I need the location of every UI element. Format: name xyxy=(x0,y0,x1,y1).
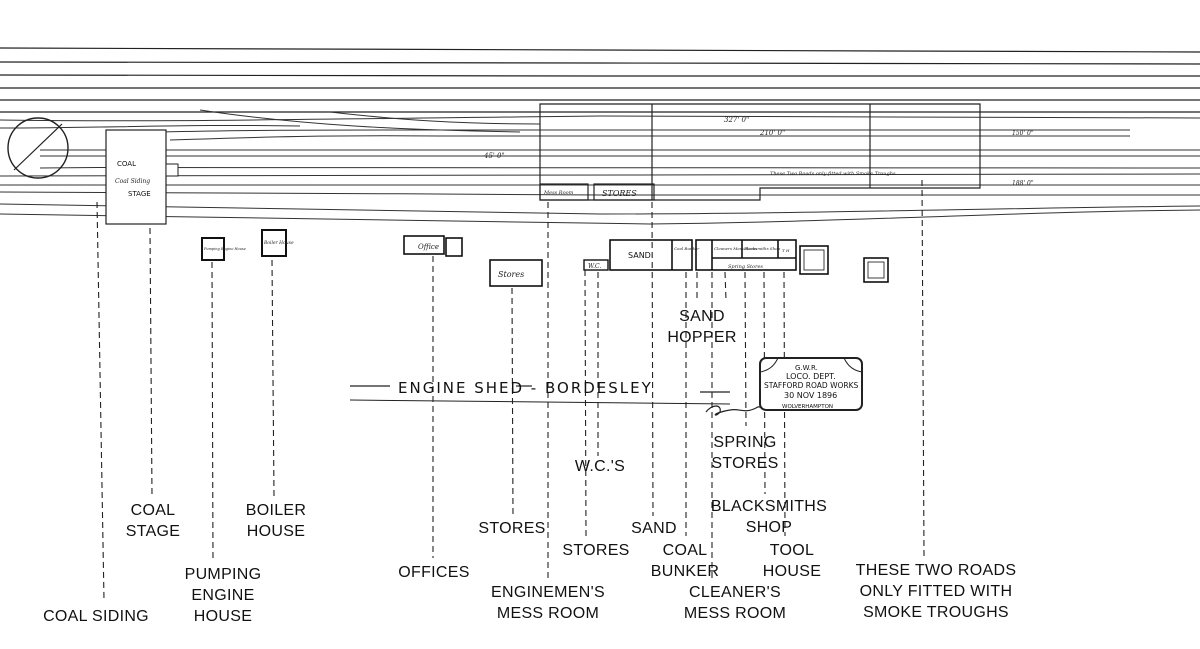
sand-small-text: SAND xyxy=(628,251,651,260)
blacksmith-small-text: Blacksmiths Shop xyxy=(743,246,781,251)
signature xyxy=(705,405,771,416)
coal-siding-small-text: Coal Siding xyxy=(115,178,150,185)
label-offices: OFFICES xyxy=(398,564,470,581)
label-stores: STORES xyxy=(478,520,546,537)
stage-small-text: STAGE xyxy=(128,190,151,198)
dim-45: 45' 0" xyxy=(483,152,505,160)
label-stores-2: STORES xyxy=(562,542,630,559)
page-title: ENGINE SHED - BORDESLEY xyxy=(398,379,653,397)
pumping-house-building: Pumping Engine House xyxy=(201,237,246,261)
label-smoke-troughs: THESE TWO ROADS ONLY FITTED WITH SMOKE T… xyxy=(855,562,1017,621)
smoke-note-small: These Two Roads only fitted with Smoke T… xyxy=(770,171,896,177)
tanks xyxy=(799,245,889,283)
stamp-line-2: LOCO. DEPT. xyxy=(786,372,836,381)
offices-building: Office xyxy=(403,235,463,257)
works-stamp: G.W.R. LOCO. DEPT. STAFFORD ROAD WORKS 3… xyxy=(759,357,863,411)
pump-small-text: Pumping Engine House xyxy=(203,247,246,251)
label-cleaners-mess-room: CLEANER'S MESS ROOM xyxy=(683,584,787,622)
stamp-line-5: WOLVERHAMPTON xyxy=(782,404,833,410)
coal-small-text: COAL xyxy=(117,160,136,168)
tool-small-text: T H xyxy=(782,248,790,253)
dimension-notes: 327' 0" 210' 0" 45' 0" 150' 0" 188' 0" T… xyxy=(483,116,1034,187)
stores-building: Stores xyxy=(489,259,543,287)
coal-bunker-small-text: Coal Bunker xyxy=(674,246,700,251)
label-sand: SAND xyxy=(631,520,677,537)
wc-building: W.C. xyxy=(583,259,609,271)
turntable xyxy=(7,117,69,179)
label-coal-stage: COAL STAGE xyxy=(125,502,181,540)
label-pumping-engine-house: PUMPING ENGINE HOUSE xyxy=(184,566,262,625)
sand-coal-block: SAND Coal Bunker Cleaners Mess Room Blac… xyxy=(609,239,797,271)
label-coal-bunker: COAL BUNKER xyxy=(650,542,720,580)
label-enginemens-mess-room: ENGINEMEN'S MESS ROOM xyxy=(491,584,605,622)
boiler-house-building: Boiler House xyxy=(261,229,294,257)
shed-roads xyxy=(0,109,1200,225)
dim-150: 150' 0" xyxy=(1012,130,1034,137)
label-coal-siding: COAL SIDING xyxy=(43,608,149,625)
stamp-line-1: G.W.R. xyxy=(795,364,818,372)
label-boiler-house: BOILER HOUSE xyxy=(245,502,307,540)
coal-stage-building: COAL STAGE Coal Siding xyxy=(105,129,179,225)
dim-210: 210' 0" xyxy=(759,129,785,137)
stamp-line-3: STAFFORD ROAD WORKS xyxy=(764,381,859,390)
dim-188: 188' 0" xyxy=(1012,180,1034,187)
cleaners-small-text: Cleaners Mess Room xyxy=(714,246,757,251)
stores-small-text: Stores xyxy=(498,270,524,279)
stamp-line-4: 30 NOV 1896 xyxy=(784,391,837,400)
enginemen-small-text: Mess Room xyxy=(543,190,574,196)
label-wcs: W.C.'S xyxy=(574,458,626,475)
wc-small-text: W.C. xyxy=(588,263,601,270)
boiler-small-text: Boiler House xyxy=(263,240,294,246)
dim-327: 327' 0" xyxy=(724,116,749,124)
title-block: ENGINE SHED - BORDESLEY xyxy=(349,379,771,416)
offices-small-text: Office xyxy=(418,243,439,251)
label-tool-house: TOOL HOUSE xyxy=(762,542,822,580)
spring-small-text: Spring Stores xyxy=(728,264,763,270)
engine-shed-outline: STORES Mess Room xyxy=(539,103,981,201)
running-lines xyxy=(0,47,1200,113)
label-blacksmiths-shop: BLACKSMITHS SHOP xyxy=(710,498,828,536)
stores-shed-small-text: STORES xyxy=(602,189,637,198)
label-spring-stores: SPRING STORES xyxy=(711,434,779,472)
label-sand-hopper: SAND HOPPER xyxy=(667,308,737,346)
